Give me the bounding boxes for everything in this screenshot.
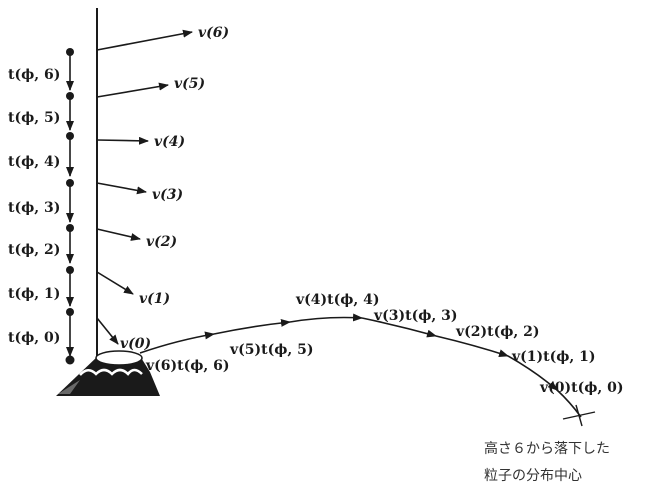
fall-time-label: t(ϕ, 3) xyxy=(8,200,60,216)
fall-time-label: t(ϕ, 1) xyxy=(8,286,60,302)
wind-label: v(0) xyxy=(120,336,151,352)
wind-vectors xyxy=(96,29,193,345)
wind-label: v(1) xyxy=(139,291,170,307)
displacement-label: v(0)t(ϕ, 0) xyxy=(539,380,624,396)
wind-label: v(4) xyxy=(154,134,185,150)
displacement-label: v(5)t(ϕ, 5) xyxy=(229,342,314,358)
particle-height-dots xyxy=(65,48,75,365)
wind-label: v(6) xyxy=(198,25,229,41)
fall-time-label: t(ϕ, 0) xyxy=(8,330,60,346)
caption-line-2: 粒子の分布中心 xyxy=(484,468,582,484)
fall-time-label: t(ϕ, 4) xyxy=(8,154,60,170)
fall-time-label: t(ϕ, 5) xyxy=(8,110,60,126)
wind-label: v(2) xyxy=(146,234,177,250)
advection-path xyxy=(139,313,582,418)
displacement-label: v(2)t(ϕ, 2) xyxy=(455,324,540,340)
wind-label: v(3) xyxy=(152,187,183,203)
displacement-label: v(3)t(ϕ, 3) xyxy=(373,308,458,324)
wind-label: v(5) xyxy=(174,76,205,92)
displacement-label: v(1)t(ϕ, 1) xyxy=(511,349,596,365)
fall-time-label: t(ϕ, 6) xyxy=(8,67,60,83)
volcano-icon xyxy=(56,350,160,396)
caption-line-1: 高さ６から落下した xyxy=(484,440,610,457)
displacement-label: v(4)t(ϕ, 4) xyxy=(295,292,380,308)
distribution-center-marker xyxy=(562,404,596,427)
displacement-label: v(6)t(ϕ, 6) xyxy=(145,358,230,374)
fall-time-label: t(ϕ, 2) xyxy=(8,242,60,258)
